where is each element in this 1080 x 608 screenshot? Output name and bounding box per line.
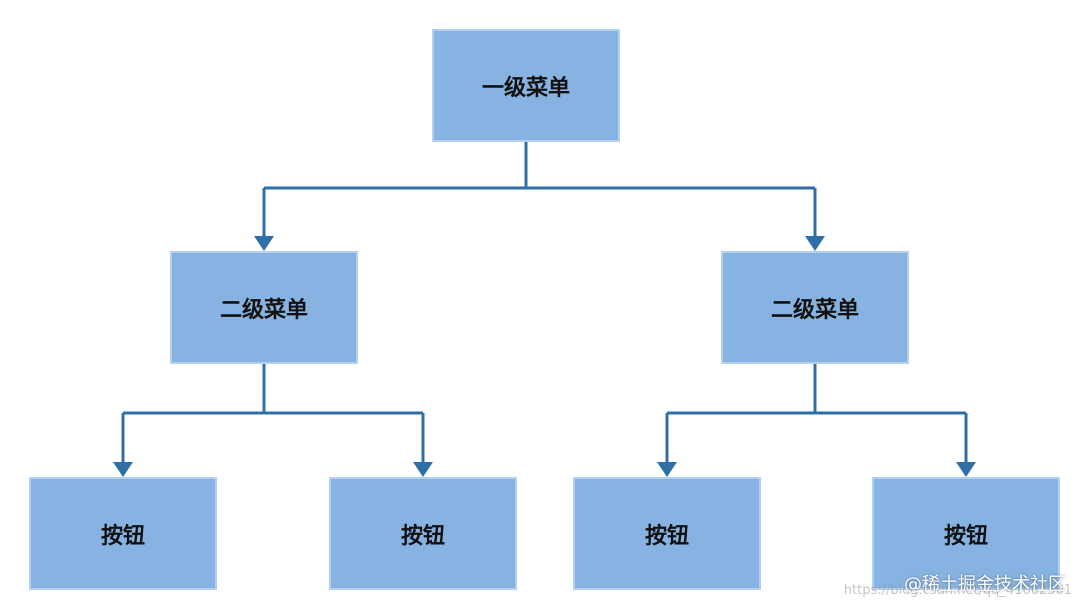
node-label: 二级菜单 — [770, 297, 859, 323]
arrowhead-b3 — [657, 462, 677, 477]
arrowhead-b1 — [113, 462, 133, 477]
arrowhead-b2 — [413, 462, 433, 477]
node-label: 按钮 — [644, 523, 689, 549]
watermark-text: @稀土掘金技术社区 — [904, 574, 1066, 595]
arrowhead-l2a — [254, 236, 274, 251]
node-button-3: 按钮 — [573, 477, 761, 590]
node-button-2: 按钮 — [329, 477, 517, 590]
node-level1-menu: 一级菜单 — [432, 29, 620, 142]
arrowhead-b4 — [956, 462, 976, 477]
node-label: 按钮 — [400, 523, 445, 549]
node-label: 按钮 — [100, 523, 145, 549]
arrowhead-l2b — [805, 236, 825, 251]
node-label: 按钮 — [943, 523, 988, 549]
watermark-url: https://blog.csdn.net/qq_41662301 — [843, 583, 1072, 598]
node-button-1: 按钮 — [29, 477, 217, 590]
node-level2-menu-left: 二级菜单 — [170, 251, 358, 364]
node-label: 一级菜单 — [481, 75, 570, 101]
node-level2-menu-right: 二级菜单 — [721, 251, 909, 364]
node-button-4: 按钮 — [872, 477, 1060, 590]
node-label: 二级菜单 — [219, 297, 308, 323]
